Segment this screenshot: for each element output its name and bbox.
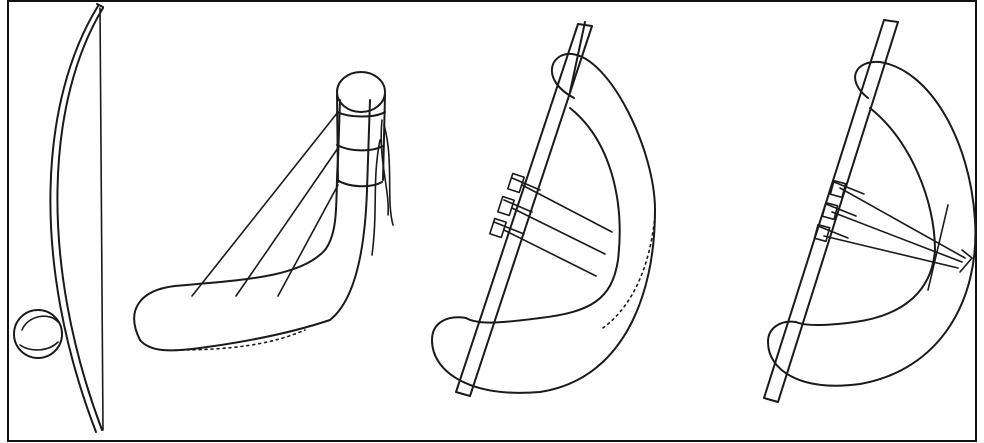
figure-border: [8, 1, 976, 441]
arched-harp-icon: [432, 22, 655, 396]
musical-bow-icon: [14, 4, 103, 432]
zither-harp-icon: [134, 72, 393, 350]
arched-harp-strung-icon: [764, 20, 975, 402]
